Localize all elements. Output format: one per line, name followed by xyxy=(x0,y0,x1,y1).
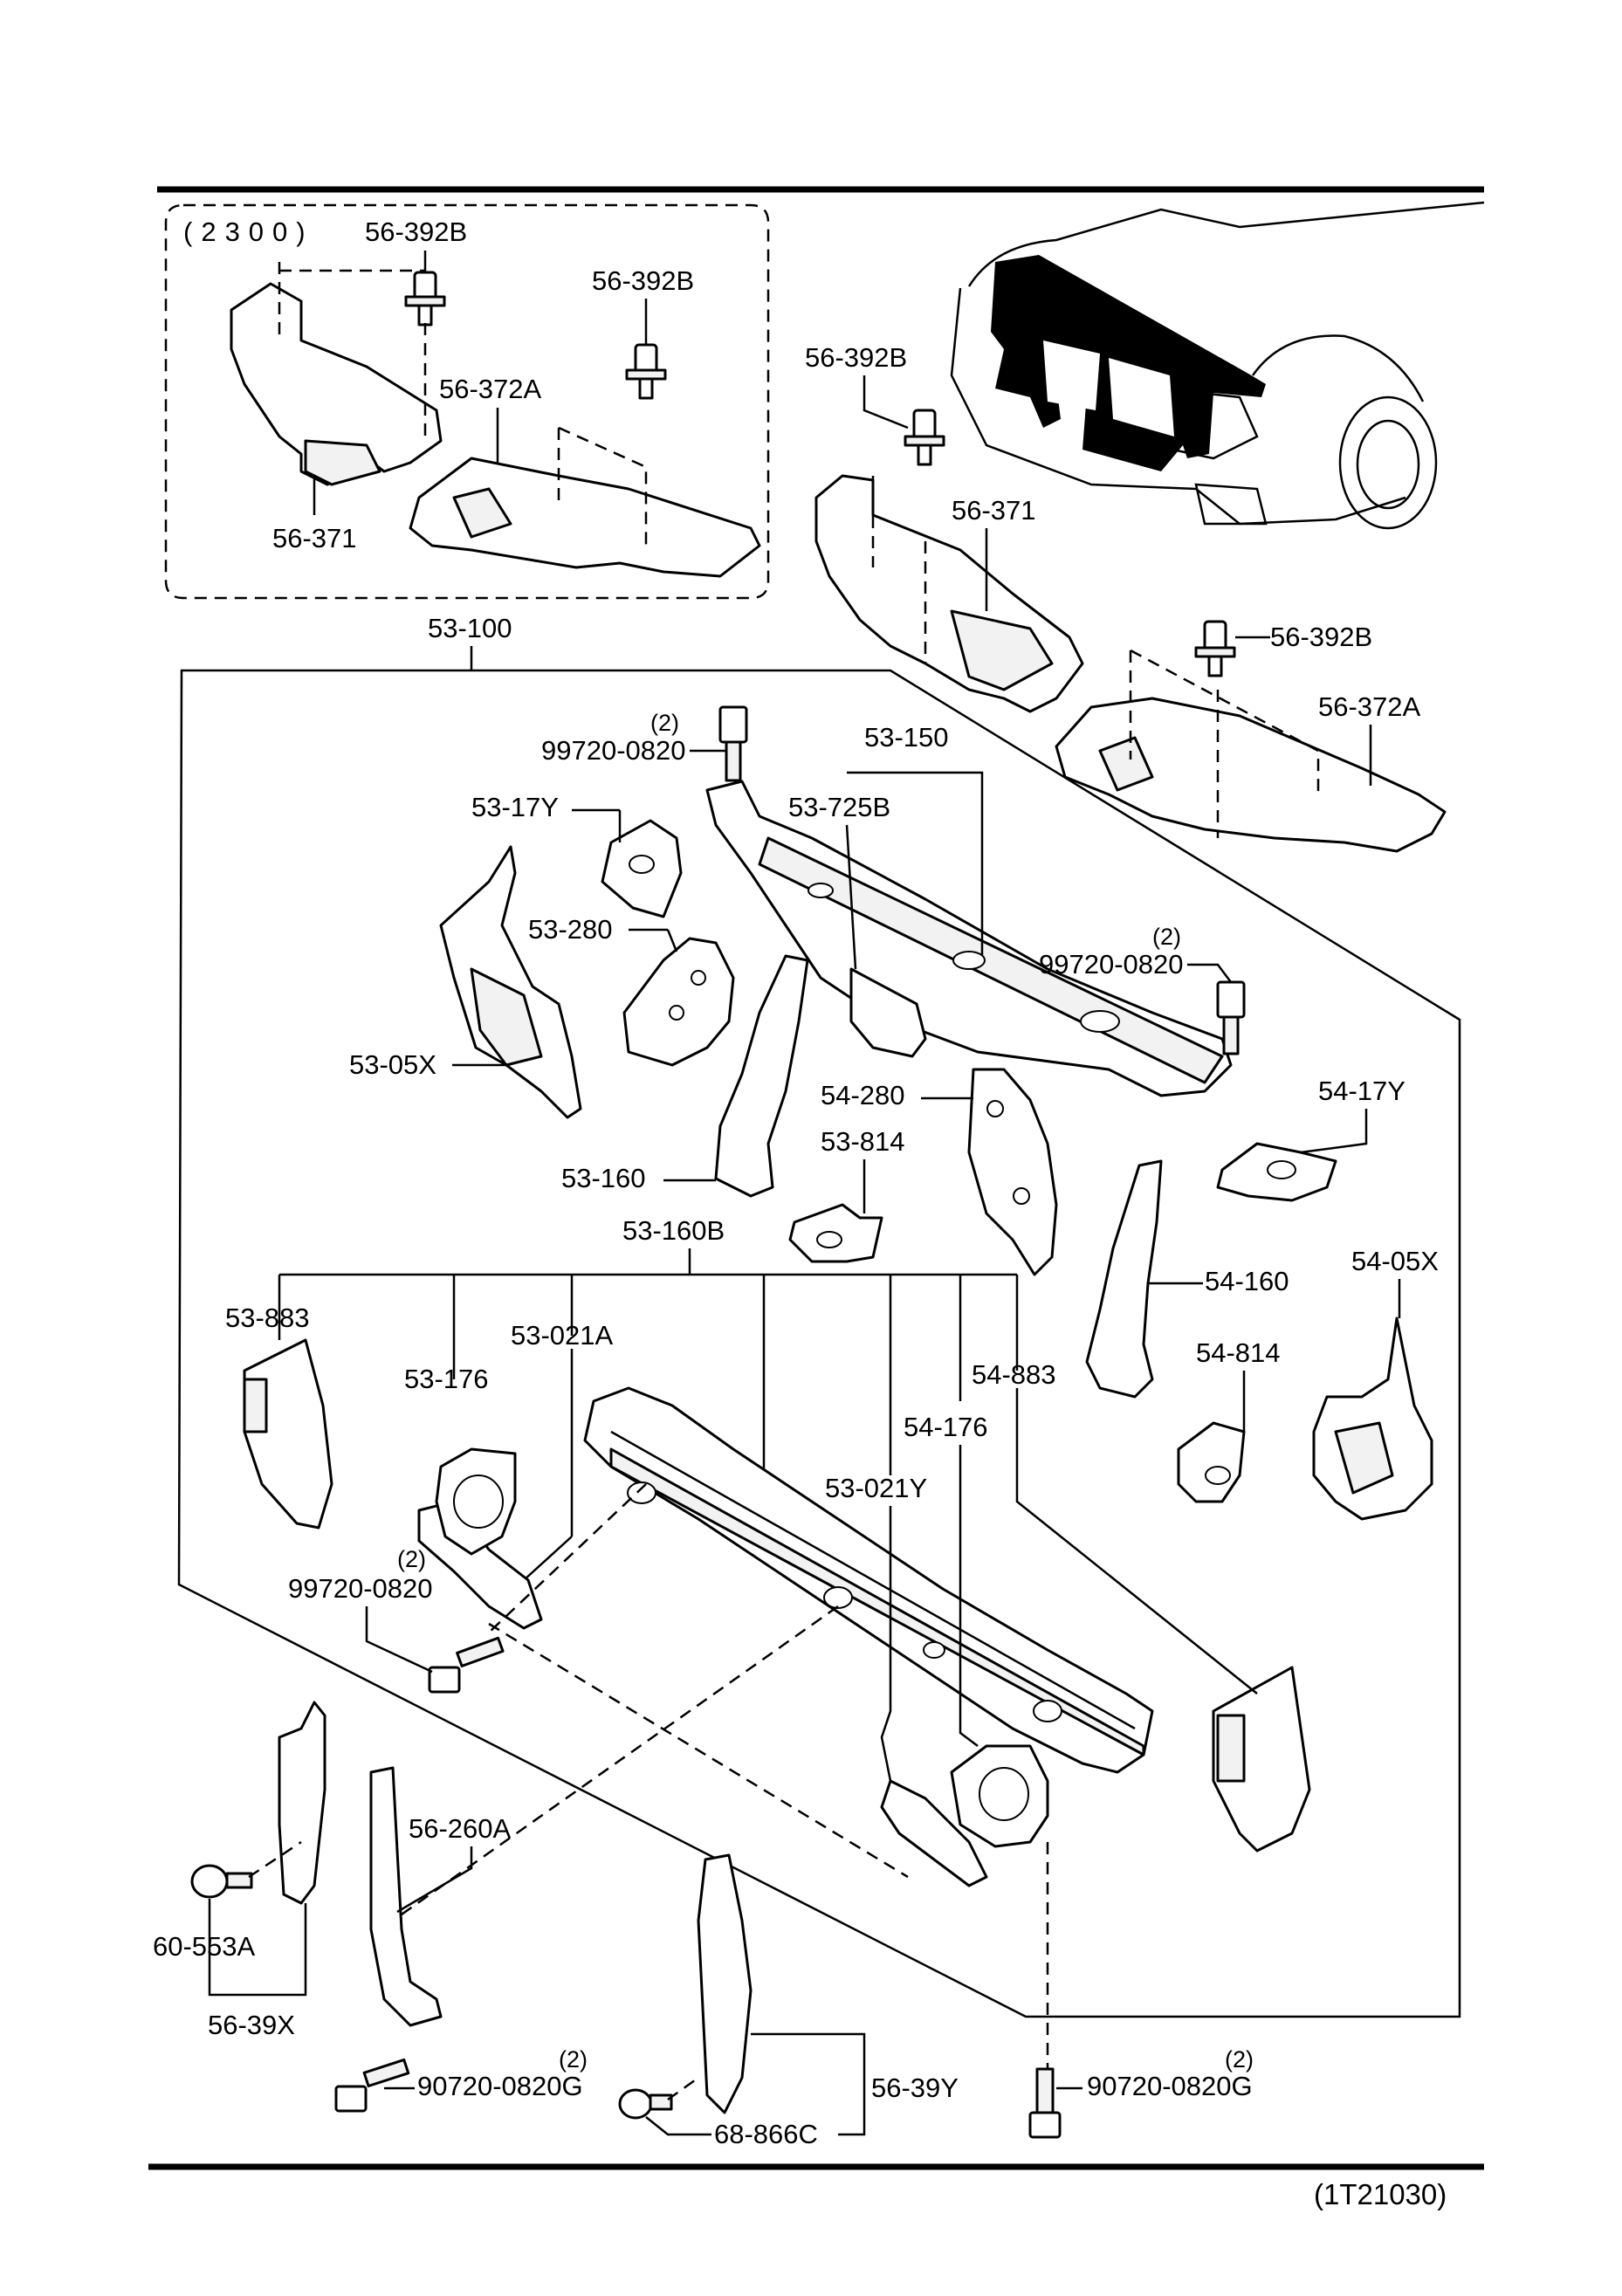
label-53-021A: 53-021A xyxy=(511,1320,614,1351)
part-54-883 xyxy=(1212,1666,1311,1853)
label-56-260A: 56-260A xyxy=(409,1813,512,1844)
label-90720-0820G-a: 90720-0820G xyxy=(417,2071,583,2101)
clip-56-392B-c xyxy=(904,409,945,466)
label-56-392B-d: 56-392B xyxy=(1270,622,1372,652)
part-54-280 xyxy=(967,1068,1058,1276)
diagram-reference-code: (1T21030) xyxy=(1314,2178,1447,2210)
label-68-866C: 68-866C xyxy=(714,2119,818,2149)
label-53-150: 53-150 xyxy=(864,722,949,753)
label-53-160: 53-160 xyxy=(561,1163,646,1193)
label-53-17Y: 53-17Y xyxy=(471,792,559,822)
clip-56-392B-d xyxy=(1194,620,1236,677)
label-90720-0820G-b: 90720-0820G xyxy=(1087,2071,1253,2101)
label-56-372A-a: 56-372A xyxy=(439,374,542,404)
part-56-39X xyxy=(278,1701,326,1905)
label-54-176: 54-176 xyxy=(904,1412,988,1442)
qty-90720-0820G-b: (2) xyxy=(1225,2046,1254,2073)
label-53-160B: 53-160B xyxy=(622,1215,725,1246)
label-56-392B-a: 56-392B xyxy=(365,217,467,247)
label-54-160: 54-160 xyxy=(1205,1266,1289,1296)
part-53-883 xyxy=(243,1338,333,1530)
part-56-372A xyxy=(1055,697,1447,853)
inset-frame xyxy=(164,203,770,600)
part-56-371 xyxy=(814,474,1084,713)
label-56-371-a: 56-371 xyxy=(272,523,357,553)
part-56-260A xyxy=(369,1766,443,2027)
label-53-280: 53-280 xyxy=(528,914,613,945)
part-53-160 xyxy=(714,954,809,1198)
part-56-39Y xyxy=(697,1853,753,2114)
label-56-392B-c: 56-392B xyxy=(805,342,907,373)
label-99720-0820-b: 99720-0820 xyxy=(1039,949,1184,980)
label-53-176: 53-176 xyxy=(404,1364,489,1394)
bolt-90720-0820G-b xyxy=(1028,2067,1062,2139)
inset-label: (2300) xyxy=(183,217,314,247)
label-53-883: 53-883 xyxy=(225,1303,310,1333)
label-53-814: 53-814 xyxy=(821,1126,905,1157)
vehicle-outline xyxy=(950,201,1485,530)
label-54-05X: 54-05X xyxy=(1351,1246,1439,1276)
qty-99720-0820-a: (2) xyxy=(650,710,679,736)
part-54-160 xyxy=(1085,1159,1163,1399)
label-56-372A: 56-372A xyxy=(1318,691,1421,722)
part-53-280 xyxy=(622,937,735,1067)
label-60-553A: 60-553A xyxy=(153,1931,256,1962)
qty-99720-0820-c: (2) xyxy=(397,1546,426,1572)
qty-90720-0820G-a: (2) xyxy=(559,2046,588,2073)
bolt-99720-0820-c xyxy=(428,1636,505,1694)
label-56-39X: 56-39X xyxy=(208,2010,295,2040)
label-53-021Y: 53-021Y xyxy=(825,1473,927,1503)
inset-part-56-372A xyxy=(409,457,761,578)
vehicle-front-highlight xyxy=(991,255,1266,471)
clip-60-553A xyxy=(190,1864,253,1899)
label-53-05X: 53-05X xyxy=(349,1049,436,1080)
part-53-021Y xyxy=(880,1779,988,1887)
bolt-99720-0820-a xyxy=(718,705,748,782)
clip-68-866C xyxy=(618,2088,673,2120)
part-54-814 xyxy=(1177,1421,1246,1503)
part-53-05X xyxy=(439,845,582,1119)
label-54-280: 54-280 xyxy=(821,1080,905,1110)
label-53-100: 53-100 xyxy=(428,613,512,643)
inset-2300: (2300) 56-392B 56-392B 56-371 56-372A xyxy=(164,203,770,600)
part-54-05X xyxy=(1312,1316,1433,1521)
label-54-17Y: 54-17Y xyxy=(1318,1076,1406,1106)
bolt-90720-0820G-a xyxy=(334,2058,410,2113)
qty-99720-0820-b: (2) xyxy=(1152,924,1181,950)
label-99720-0820-c: 99720-0820 xyxy=(288,1573,433,1604)
part-53-725B xyxy=(849,967,927,1058)
assembly-frame-53-100 xyxy=(177,669,1461,2018)
label-56-371: 56-371 xyxy=(952,495,1036,526)
label-56-39Y: 56-39Y xyxy=(871,2073,959,2103)
label-99720-0820-a: 99720-0820 xyxy=(541,735,686,766)
clip-56-392B-a xyxy=(404,271,446,327)
label-54-814: 54-814 xyxy=(1196,1337,1281,1368)
clip-56-392B-b xyxy=(625,343,667,400)
bolt-99720-0820-b xyxy=(1216,980,1246,1055)
right-upper-parts: 56-392B 56-371 56-392B 56-372A xyxy=(805,342,1447,853)
label-53-725B: 53-725B xyxy=(788,792,890,822)
label-56-392B-b: 56-392B xyxy=(592,265,694,296)
label-54-883: 54-883 xyxy=(972,1359,1056,1390)
